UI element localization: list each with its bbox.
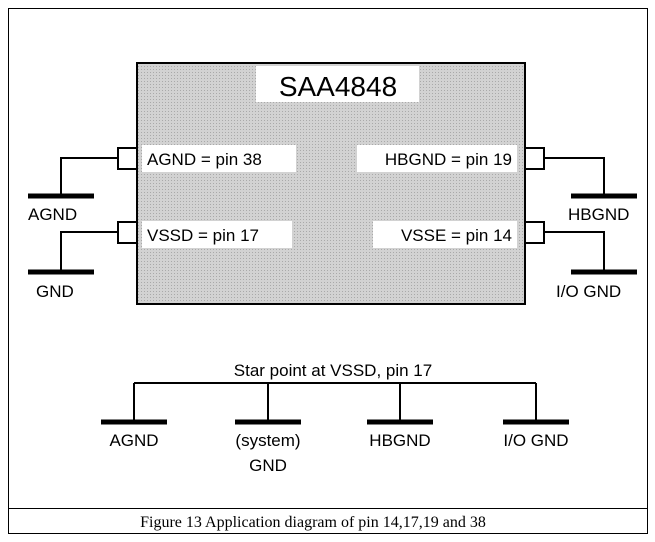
chip-body — [136, 62, 526, 305]
pin-stub-vssd — [117, 221, 138, 244]
pin-label-bg-agnd — [142, 145, 296, 172]
pin-label-bg-vssd — [142, 221, 292, 248]
pin-stub-vsse — [524, 221, 545, 244]
figure-caption: Figure 13 Application diagram of pin 14,… — [140, 514, 486, 531]
pin-label-hbgnd: HBGND = pin 19 — [385, 150, 512, 169]
ground-label-hbgnd: HBGND — [568, 205, 629, 224]
chip-title-box — [256, 66, 419, 102]
pin-stub-agnd — [117, 147, 138, 170]
pin-label-vsse: VSSE = pin 14 — [401, 226, 512, 245]
ground-wire-hbgnd — [544, 157, 637, 199]
ground-label-io-gnd: I/O GND — [556, 282, 621, 301]
star-branch-label-hbgnd: HBGND — [369, 431, 430, 450]
ground-wire-agnd — [28, 157, 118, 199]
ground-wire-io-gnd — [544, 231, 637, 275]
ground-wire-gnd — [28, 231, 118, 275]
pin-stub-hbgnd — [524, 147, 545, 170]
star-branch-label-system: (system) — [235, 431, 300, 450]
pin-label-agnd: AGND = pin 38 — [147, 150, 262, 169]
pin-label-vssd: VSSD = pin 17 — [147, 226, 259, 245]
star-branch-label-gnd: GND — [249, 456, 287, 475]
chip-title: SAA4848 — [279, 71, 397, 102]
pin-label-bg-hbgnd — [357, 145, 517, 172]
star-branch-label-agnd: AGND — [109, 431, 158, 450]
star-point-title: Star point at VSSD, pin 17 — [234, 361, 432, 380]
ground-label-gnd: GND — [36, 282, 74, 301]
ground-label-agnd: AGND — [28, 205, 77, 224]
pin-label-bg-vsse — [373, 221, 517, 248]
star-point-network — [133, 382, 537, 421]
star-branch-label-io-gnd: I/O GND — [503, 431, 568, 450]
